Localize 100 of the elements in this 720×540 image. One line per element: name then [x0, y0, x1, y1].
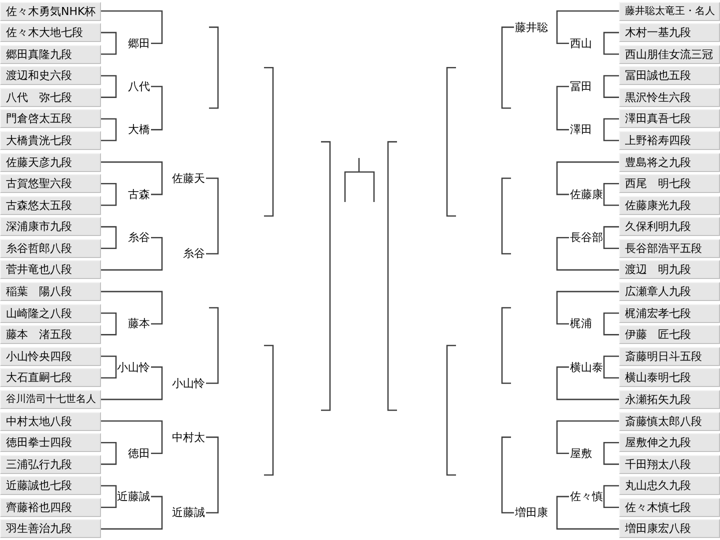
player-name-plate: 佐々木大地七段	[0, 23, 101, 42]
bracket-line	[556, 366, 619, 400]
bracket-line	[101, 356, 117, 378]
player-name-plate: 門倉啓太五段	[0, 109, 101, 128]
player-name-plate: 上野裕寿四段	[619, 130, 720, 150]
bracket-line	[501, 26, 514, 109]
bracket-line	[101, 366, 163, 400]
bracket-line	[603, 75, 619, 98]
bracket-line	[556, 420, 619, 454]
bracket-line	[556, 86, 569, 130]
winner-name: 横山泰	[570, 360, 603, 374]
player-name-plate: 中村太地八段	[0, 412, 101, 431]
player-name-plate: 長谷部浩平五段	[619, 238, 720, 258]
bracket-line	[556, 496, 619, 530]
bracket-line	[101, 182, 117, 206]
player-name-plate: 小山怜央四段	[0, 346, 101, 366]
winner-name: 冨田	[570, 80, 592, 94]
player-name-plate: 糸谷哲郎八段	[0, 238, 101, 258]
winner-name: 近藤誠	[117, 490, 150, 504]
bracket-line	[151, 86, 163, 130]
player-name-plate: 郷田真隆九段	[0, 44, 101, 64]
bracket-line	[101, 10, 163, 44]
player-name-plate: 谷川浩司十七世名人	[0, 390, 101, 409]
player-name-plate: 澤田真吾七段	[619, 109, 720, 128]
player-name-plate: 丸山忠久九段	[619, 476, 720, 496]
bracket-line	[603, 182, 619, 206]
bracket-line	[101, 226, 117, 250]
player-name-plate: 齊藤裕也四段	[0, 498, 101, 517]
player-name-plate: 山崎隆之八段	[0, 304, 101, 323]
player-name-plate: 大橋貴洸七段	[0, 130, 101, 150]
bracket-line	[603, 485, 619, 508]
player-name-plate: 黒沢怜生六段	[619, 88, 720, 107]
bracket-line	[206, 307, 219, 384]
player-name-plate: 佐々木慎七段	[619, 498, 720, 517]
winner-name: 糸谷	[183, 247, 205, 260]
player-name-plate: 佐々木勇気NHK杯	[0, 2, 101, 20]
winner-name: 西山	[570, 36, 592, 50]
player-name-plate: 斎藤慎太郎八段	[619, 412, 720, 431]
bracket-line	[603, 32, 619, 55]
player-name-plate: 大石直嗣七段	[0, 368, 101, 388]
player-name-plate: 深浦康市九段	[0, 217, 101, 236]
bracket-line	[603, 226, 619, 250]
player-name-plate: 羽生善治九段	[0, 519, 101, 538]
player-name-plate: 伊藤 匠七段	[619, 325, 720, 344]
winner-name: 藤井聡	[515, 20, 548, 34]
bracket-line	[101, 312, 117, 336]
bracket-line	[206, 436, 219, 514]
bracket-line	[556, 236, 619, 271]
winner-name: 佐藤康	[570, 188, 603, 201]
winner-name: 糸谷	[128, 231, 150, 244]
bracket-line	[101, 420, 163, 454]
player-name-plate: 広瀬章人九段	[619, 282, 720, 302]
player-name-plate: 斎藤明日斗五段	[619, 346, 720, 366]
bracket-line	[556, 290, 619, 325]
winner-name: 長谷部	[570, 231, 603, 244]
player-name-plate: 徳田拳士四段	[0, 433, 101, 452]
player-name-plate: 八代 弥七段	[0, 88, 101, 107]
bracket-line	[101, 236, 163, 271]
player-name-plate: 藤井聡太竜王・名人	[619, 2, 720, 20]
winner-name: 中村太	[172, 430, 205, 444]
bracket-line	[101, 496, 163, 530]
player-name-plate: 古賀悠聖六段	[0, 174, 101, 194]
bracket-line	[603, 442, 619, 465]
winner-name: 増田康	[515, 506, 548, 520]
bracket-line	[101, 32, 117, 55]
player-name-plate: 三浦弘行九段	[0, 454, 101, 474]
bracket-line	[501, 436, 514, 514]
player-name-plate: 増田康宏八段	[619, 519, 720, 538]
player-name-plate: 近藤誠也七段	[0, 476, 101, 496]
winner-name: 近藤誠	[172, 506, 205, 520]
winner-name: 大橋	[128, 123, 150, 136]
player-name-plate: 佐藤康光九段	[619, 196, 720, 215]
bracket-line	[603, 118, 619, 142]
player-name-plate: 木村一基九段	[619, 23, 720, 42]
winner-name: 小山怜	[117, 360, 150, 374]
player-name-plate: 西山朋佳女流三冠	[619, 44, 720, 64]
bracket-line	[603, 312, 619, 336]
player-name-plate: 古森悠太五段	[0, 196, 101, 215]
player-name-plate: 豊島将之九段	[619, 152, 720, 172]
bracket-line	[101, 161, 163, 196]
winner-name: 佐々慎	[570, 490, 603, 504]
winner-name: 屋敷	[570, 446, 592, 460]
bracket-line	[101, 485, 117, 508]
player-name-plate: 梶浦宏孝七段	[619, 304, 720, 323]
player-name-plate: 佐藤天彦九段	[0, 152, 101, 172]
player-name-plate: 稲葉 陽八段	[0, 282, 101, 302]
bracket-line	[603, 356, 619, 378]
winner-name: 徳田	[128, 446, 150, 460]
player-name-plate: 久保利明九段	[619, 217, 720, 236]
player-name-plate: 永瀬拓矢九段	[619, 390, 720, 409]
winner-name: 佐藤天	[172, 172, 205, 185]
player-name-plate: 西尾 明七段	[619, 174, 720, 194]
bracket-line	[101, 118, 117, 142]
player-name-plate: 冨田誠也五段	[619, 66, 720, 86]
bracket-line	[101, 442, 117, 465]
winner-name: 小山怜	[172, 376, 205, 390]
player-name-plate: 菅井竜也八段	[0, 260, 101, 280]
winner-name: 郷田	[128, 36, 150, 50]
player-name-plate: 渡辺 明九段	[619, 260, 720, 280]
winner-name: 古森	[128, 188, 150, 201]
